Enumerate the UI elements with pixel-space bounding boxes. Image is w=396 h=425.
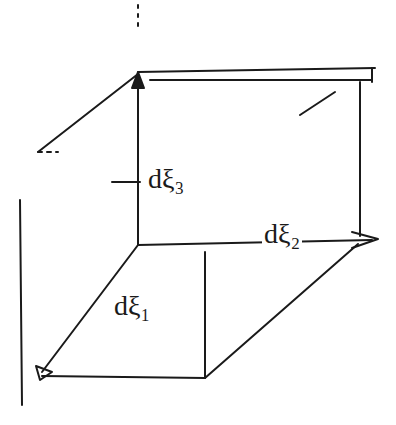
- dimension-label: dξ₂: [262, 220, 302, 248]
- dimension-label: dξ₃: [146, 165, 186, 193]
- dimension-label: dξ₁: [112, 292, 152, 320]
